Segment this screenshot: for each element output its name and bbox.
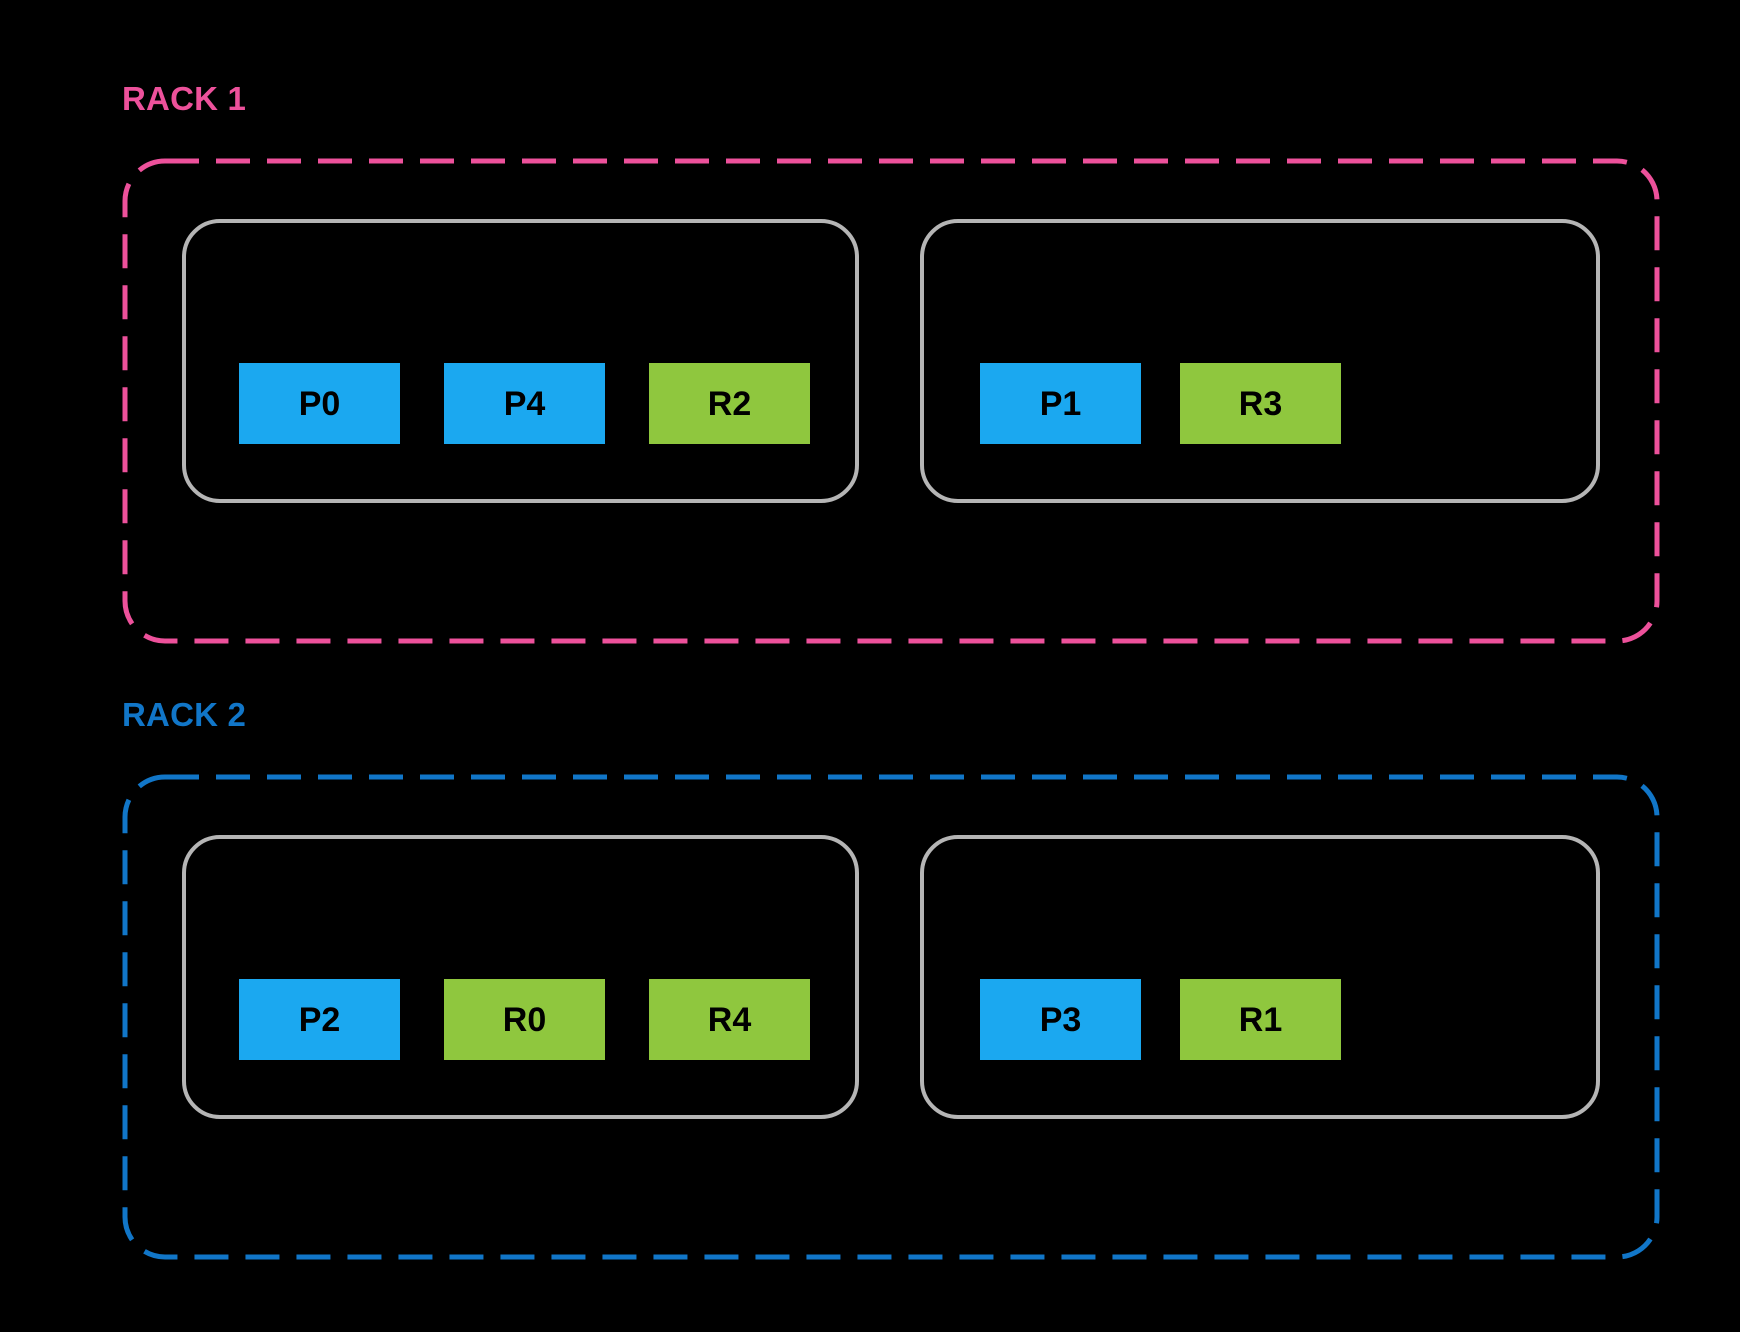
rack-1-host-1: P0 P4 R2 — [182, 219, 859, 503]
node-label: R4 — [707, 1000, 752, 1039]
node-box: P2 — [239, 979, 400, 1060]
node-label: R2 — [707, 384, 752, 423]
node-label: R3 — [1238, 384, 1283, 423]
node-box: R3 — [1180, 363, 1341, 444]
rack-1-dashed-border — [122, 158, 1660, 644]
node-box: P3 — [980, 979, 1141, 1060]
rack-2-host-1: P2 R0 R4 — [182, 835, 859, 1119]
rack-2-dashed-border — [122, 774, 1660, 1260]
node-label: P0 — [298, 384, 341, 423]
node-box: R0 — [444, 979, 605, 1060]
rack-2-dashed-rect — [122, 774, 1660, 1260]
node-label: R0 — [502, 1000, 547, 1039]
node-box: P1 — [980, 363, 1141, 444]
node-box: R1 — [1180, 979, 1341, 1060]
node-label: R1 — [1238, 1000, 1283, 1039]
node-box: P4 — [444, 363, 605, 444]
node-label: P3 — [1039, 1000, 1082, 1039]
node-label: P2 — [298, 1000, 341, 1039]
rack-1-host-2: P1 R3 — [920, 219, 1600, 503]
rack-1-label: RACK 1 — [122, 80, 247, 117]
node-label: P1 — [1039, 384, 1082, 423]
rack-2-label: RACK 2 — [122, 696, 247, 733]
node-label: P4 — [503, 384, 546, 423]
node-box: P0 — [239, 363, 400, 444]
node-box: R2 — [649, 363, 810, 444]
node-box: R4 — [649, 979, 810, 1060]
rack-1-dashed-rect — [122, 158, 1660, 644]
rack-2-host-2: P3 R1 — [920, 835, 1600, 1119]
